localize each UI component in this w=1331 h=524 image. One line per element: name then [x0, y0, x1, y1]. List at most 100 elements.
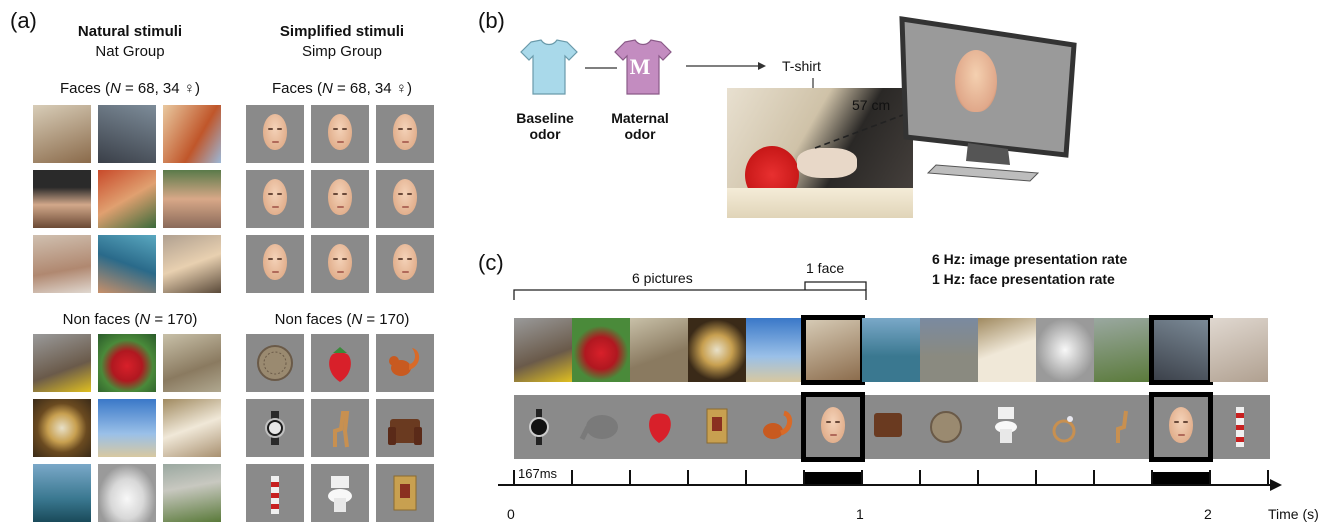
lighthouse-icon — [271, 476, 279, 514]
sequence-face — [1149, 315, 1213, 385]
simplified-face-image — [376, 170, 434, 228]
sequence-simplified-face — [801, 392, 865, 462]
nonfaces-count-natural: Non faces (N = 170) — [62, 311, 198, 328]
timeline-tick — [1093, 470, 1095, 484]
timeline-axis — [498, 484, 1280, 486]
giraffe-icon — [333, 411, 350, 448]
box-icon — [393, 475, 417, 511]
axis-tick-2: 2 — [1204, 506, 1212, 522]
sequence-lighthouse — [862, 318, 920, 382]
panel-b-label: (b) — [478, 8, 505, 33]
timeline-tick — [745, 470, 747, 484]
natural-stimuli-title: Natural stimuli — [77, 23, 183, 40]
sequence-giraffe — [746, 318, 804, 382]
nat-group-label: Nat Group — [95, 43, 165, 60]
natural-lighthouse-image — [33, 464, 91, 522]
infant-blanket — [727, 188, 913, 218]
natural-face-image — [98, 235, 156, 293]
simplified-face-image — [311, 235, 369, 293]
natural-strawberry-image — [98, 334, 156, 392]
timeline-tick — [1151, 470, 1153, 484]
six-pictures-label: 6 pictures — [632, 270, 693, 286]
sequence-animal — [630, 318, 688, 382]
natural-face-image — [163, 170, 221, 228]
faces-count-simplified: Faces (N = 68, 34 ♀) — [271, 80, 413, 97]
nonfaces-count-simplified: Non faces (N = 170) — [274, 311, 410, 328]
timeline-arrowhead — [1270, 479, 1282, 491]
natural-face-image — [33, 235, 91, 293]
infant-body — [797, 148, 857, 178]
simplified-sequence-icons — [529, 407, 1244, 447]
timeline-tick — [629, 470, 631, 484]
simp-group-label: Simp Group — [301, 43, 383, 60]
sequence-armchair — [978, 318, 1036, 382]
armchair-icon — [388, 419, 422, 445]
timeline-tick — [1267, 470, 1269, 484]
simplified-object-image — [246, 334, 304, 392]
panel-c-label: (c) — [478, 250, 504, 275]
sequence-elephant — [920, 318, 978, 382]
simplified-giraffe-image — [311, 399, 369, 457]
tshirt-row — [520, 39, 672, 95]
natural-face-image — [98, 105, 156, 163]
simplified-face-image — [376, 235, 434, 293]
tick-interval-label: 167ms — [518, 466, 558, 481]
simplified-face-image — [246, 170, 304, 228]
timeline-tick — [919, 470, 921, 484]
simplified-strawberry-image — [311, 334, 369, 392]
natural-animal-image — [163, 334, 221, 392]
sequence-strawberry — [572, 318, 630, 382]
simplified-face-image — [246, 105, 304, 163]
natural-watch-image — [33, 399, 91, 457]
manhole-icon — [257, 345, 293, 381]
timeline-tick — [977, 470, 979, 484]
monitor-face — [955, 50, 997, 112]
faces-count-natural: Faces (N = 68, 34 ♀) — [59, 80, 201, 97]
rate-face-label: 1 Hz: face presentation rate — [932, 271, 1115, 287]
watch-icon — [265, 411, 285, 445]
simplified-sequence-strip — [514, 392, 1270, 462]
timeline-tick — [513, 470, 515, 484]
tshirt-label: T-shirt — [782, 58, 821, 74]
squirrel-icon — [389, 348, 420, 376]
toilet-icon — [328, 476, 352, 512]
timeline-tick — [803, 470, 805, 484]
face-interval-bar — [1152, 472, 1210, 484]
timeline-tick — [861, 470, 863, 484]
natural-face-image — [33, 170, 91, 228]
strawberry-icon — [329, 347, 351, 382]
tshirt-letter: M — [629, 54, 651, 79]
arrow-to-tshirt — [686, 62, 766, 70]
natural-face-image — [33, 105, 91, 163]
natural-armchair-image — [163, 399, 221, 457]
face-interval-bar — [804, 472, 862, 484]
brackets — [513, 281, 867, 300]
timeline-tick — [1209, 470, 1211, 484]
sequence-face — [801, 315, 865, 385]
natural-toilet-image — [98, 464, 156, 522]
timeline-tick — [687, 470, 689, 484]
sequence-watch — [688, 318, 746, 382]
simplified-armchair-image — [376, 399, 434, 457]
rate-image-label: 6 Hz: image presentation rate — [932, 251, 1128, 267]
simplified-watch-image — [246, 399, 304, 457]
simplified-face-image — [246, 235, 304, 293]
baseline-tshirt-icon — [520, 39, 578, 95]
simplified-face-image — [376, 105, 434, 163]
timeline-tick — [1035, 470, 1037, 484]
infant-photo — [727, 88, 913, 218]
natural-box-image — [163, 464, 221, 522]
simplified-face-image — [311, 105, 369, 163]
simplified-face-image — [311, 170, 369, 228]
natural-face-image — [98, 170, 156, 228]
axis-title: Time (s) — [1268, 506, 1319, 522]
natural-face-image — [163, 235, 221, 293]
sequence-ring — [1210, 318, 1268, 382]
panel-a-label: (a) — [10, 8, 37, 33]
sequence-toilet — [1036, 318, 1094, 382]
maternal-tshirt-icon — [614, 39, 672, 95]
simplified-toilet-image — [311, 464, 369, 522]
axis-tick-1: 1 — [856, 506, 864, 522]
